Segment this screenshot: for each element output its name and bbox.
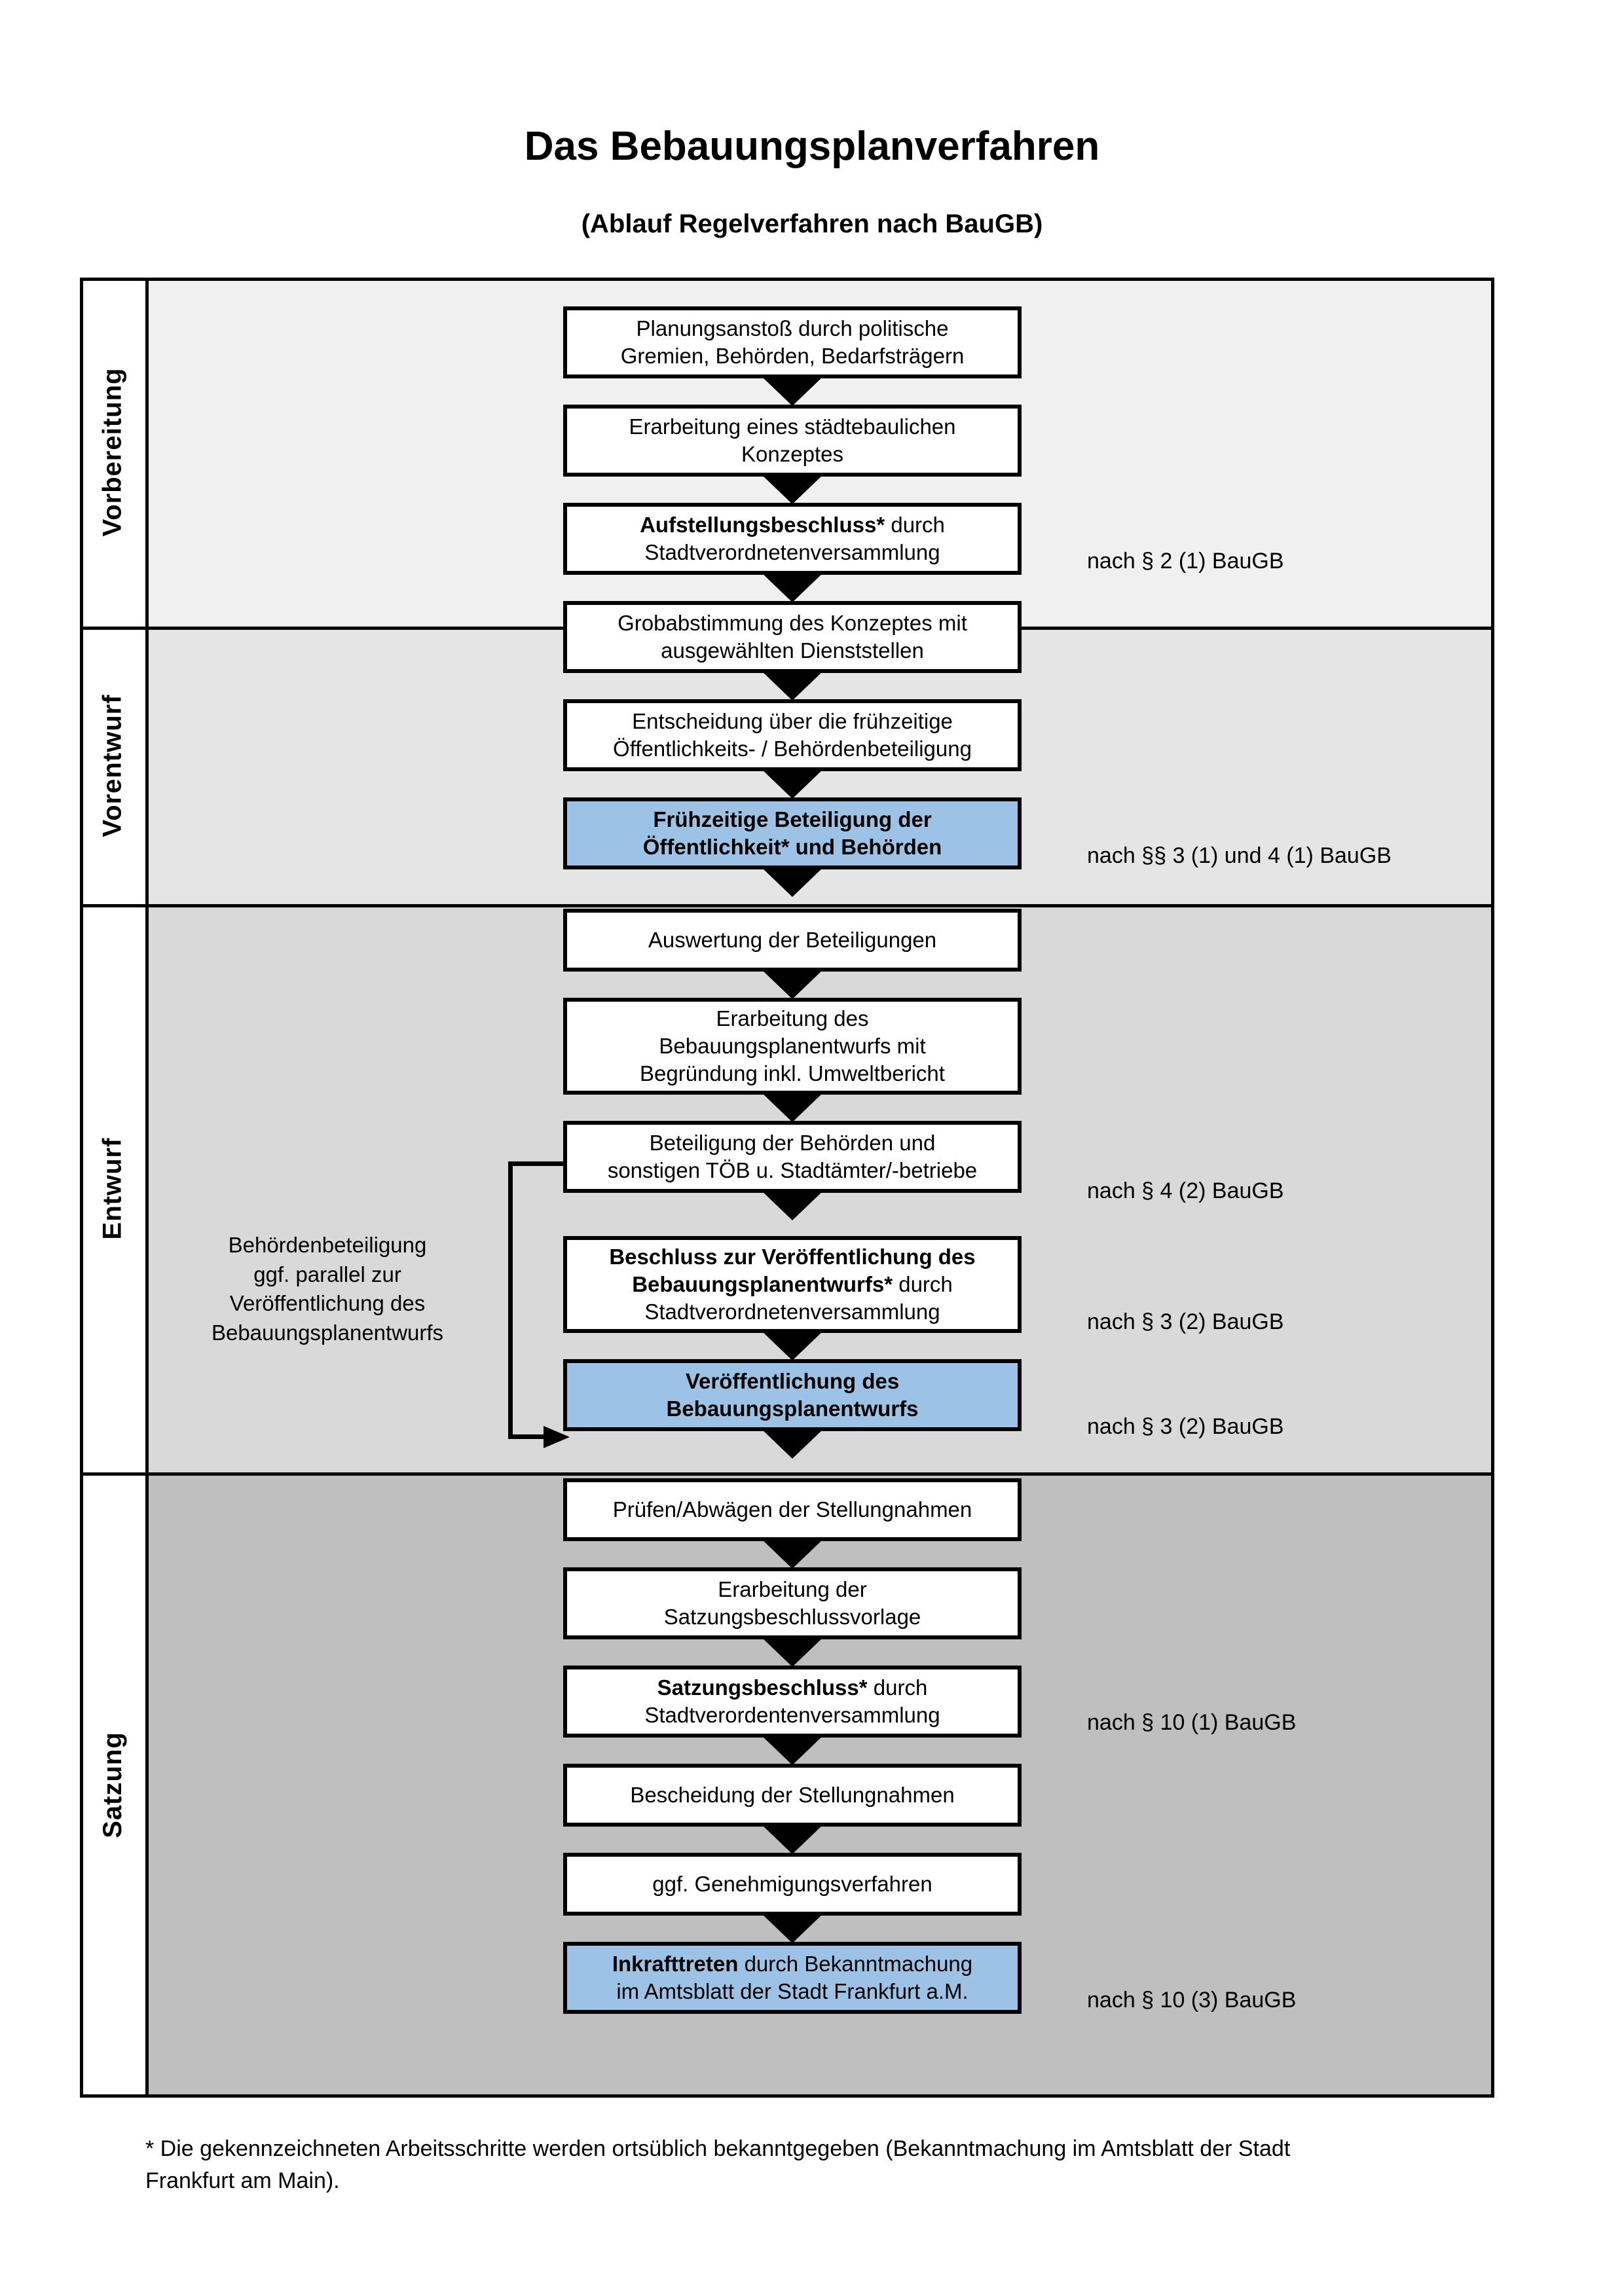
band-separator-2 [80,904,1494,907]
step-box-planungsanstoss[interactable]: Planungsanstoß durch politische Gremien,… [563,306,1022,378]
step-line-1: durch Bekanntmachung [738,1951,973,1976]
step-line-3: Stadtverordnetenversammlung [644,1300,940,1324]
step-line-3: Begründung inkl. Umweltbericht [640,1061,945,1086]
sidenote-line-3: Veröffentlichung des [229,1291,426,1316]
step-bold-text: Aufstellungsbeschluss* [640,512,885,537]
connector-bottom-segment [508,1434,558,1439]
step-box-erarbeitung-bplan-entwurf[interactable]: Erarbeitung des Bebauungsplanentwurfs mi… [563,998,1022,1095]
step-line-1: Entscheidung über die frühzeitige [632,708,953,733]
step-line-1: durch [885,512,945,537]
step-line-1: Erarbeitung der [718,1576,867,1601]
section-label-text: Satzung [98,1732,127,1838]
step-box-auswertung-beteiligungen[interactable]: Auswertung der Beteiligungen [563,909,1022,972]
annotation-par3-1-par4-1: nach §§ 3 (1) und 4 (1) BauGB [1087,843,1392,868]
footnote-line-2: Frankfurt am Main). [145,2168,340,2194]
connector-top-segment [508,1161,567,1166]
step-box-pruefen-abwaegen[interactable]: Prüfen/Abwägen der Stellungnahmen [563,1478,1022,1541]
step-line-1: Planungsanstoß durch politische [636,316,949,340]
step-bold-line-2: Öffentlichkeit* und Behörden [642,835,942,859]
step-bold-line-2: Bebauungsplanentwurfs* [632,1271,893,1296]
step-box-staedtebauliches-konzept[interactable]: Erarbeitung eines städtebaulichen Konzep… [563,405,1022,477]
step-line-1: Bescheidung der Stellungnahmen [630,1782,955,1807]
step-bold-line-1: Frühzeitige Beteiligung der [653,807,932,831]
step-line-2: im Amtsblatt der Stadt Frankfurt a.M. [616,1979,969,2003]
sidenote-line-4: Bebauungsplanentwurfs [211,1320,444,1345]
label-column-divider [145,278,149,2098]
page-subtitle: (Ablauf Regelverfahren nach BauGB) [581,210,1043,238]
step-line-1: Prüfen/Abwägen der Stellungnahmen [612,1497,972,1522]
section-label-vorentwurf: Vorentwurf [80,627,145,904]
step-line-1: Erarbeitung eines städtebaulichen [629,414,956,439]
step-line-2: Bebauungsplanentwurfs mit [659,1033,926,1058]
section-label-text: Vorbereitung [98,367,127,537]
step-box-grobabstimmung[interactable]: Grobabstimmung des Konzeptes mit ausgewä… [563,601,1022,673]
step-box-beschluss-veroeffentlichung[interactable]: Beschluss zur Veröffentlichung des Bebau… [563,1236,1022,1333]
section-label-satzung: Satzung [80,1472,145,2098]
section-label-text: Entwurf [98,1137,127,1239]
step-line-2: Öffentlichkeits- / Behördenbeteiligung [613,737,972,761]
annotation-par4-2: nach § 4 (2) BauGB [1087,1178,1284,1203]
section-label-vorbereitung: Vorbereitung [80,278,145,627]
step-line-2: Satzungsbeschlussvorlage [663,1605,921,1629]
step-box-bescheidung-stellungnahmen[interactable]: Bescheidung der Stellungnahmen [563,1764,1022,1827]
step-line-1: durch [867,1675,928,1700]
step-line-1: Beteiligung der Behörden und [649,1130,936,1155]
step-line-2: ausgewählten Dienststellen [661,638,924,663]
sidenote-parallel-behoerdenbeteiligung: Behördenbeteiligung ggf. parallel zur Ve… [174,1231,481,1347]
step-bold-text: Satzungsbeschluss* [657,1675,868,1700]
step-bold-line-1: Veröffentlichung des [685,1368,900,1393]
step-line-1: ggf. Genehmigungsverfahren [652,1871,932,1896]
step-line-2: sonstigen TÖB u. Stadtämter/-betriebe [607,1158,978,1182]
step-box-inkrafttreten[interactable]: Inkrafttreten durch Bekanntmachung im Am… [563,1942,1022,2014]
step-line-1: Auswertung der Beteiligungen [648,927,937,952]
section-label-text: Vorentwurf [98,693,127,837]
step-bold-line-1: Beschluss zur Veröffentlichung des [609,1244,976,1269]
annotation-par3-2-a: nach § 3 (2) BauGB [1087,1309,1284,1334]
step-line-2: Konzeptes [741,442,843,466]
annotation-par10-3: nach § 10 (3) BauGB [1087,1988,1297,2013]
step-line-2: Stadtverordentenversammlung [644,1703,940,1727]
footnote: * Die gekennzeichneten Arbeitsschritte w… [145,2133,1494,2198]
sidenote-line-1: Behördenbeteiligung [228,1233,427,1257]
step-box-entscheidung-fruehzeitige-beteiligung[interactable]: Entscheidung über die frühzeitige Öffent… [563,699,1022,771]
step-bold-text: Inkrafttreten [612,1951,739,1976]
step-line-1: Erarbeitung des [716,1006,869,1030]
annotation-par2-1: nach § 2 (1) BauGB [1087,549,1284,574]
connector-vertical-segment [508,1161,513,1439]
annotation-par10-1: nach § 10 (1) BauGB [1087,1710,1297,1735]
band-separator-3 [80,1472,1494,1476]
footnote-line-1: * Die gekennzeichneten Arbeitsschritte w… [145,2136,1291,2161]
step-box-fruehzeitige-beteiligung[interactable]: Frühzeitige Beteiligung der Öffentlichke… [563,797,1022,869]
step-bold-line-2: Bebauungsplanentwurfs [666,1396,919,1421]
step-line-2: Gremien, Behörden, Bedarfsträgern [620,344,965,368]
step-box-satzungsbeschluss[interactable]: Satzungsbeschluss* durch Stadtverordente… [563,1666,1022,1738]
step-line-1: Grobabstimmung des Konzeptes mit [618,610,967,635]
step-box-erarbeitung-satzungsbeschlussvorlage[interactable]: Erarbeitung der Satzungsbeschlussvorlage [563,1567,1022,1639]
section-label-entwurf: Entwurf [80,904,145,1472]
step-box-genehmigungsverfahren[interactable]: ggf. Genehmigungsverfahren [563,1853,1022,1916]
diagram-frame [80,278,1494,2098]
sidenote-line-2: ggf. parallel zur [253,1262,401,1286]
page-title: Das Bebauungsplanverfahren [524,124,1100,169]
step-box-beteiligung-behoerden-toeb[interactable]: Beteiligung der Behörden und sonstigen T… [563,1121,1022,1193]
step-line-2: Stadtverordnetenversammlung [644,540,940,564]
annotation-par3-2-b: nach § 3 (2) BauGB [1087,1414,1284,1439]
step-box-veroeffentlichung-bplan[interactable]: Veröffentlichung des Bebauungsplanentwur… [563,1359,1022,1431]
step-line-2-tail: durch [893,1271,953,1296]
step-box-aufstellungsbeschluss[interactable]: Aufstellungsbeschluss* durch Stadtverord… [563,503,1022,575]
